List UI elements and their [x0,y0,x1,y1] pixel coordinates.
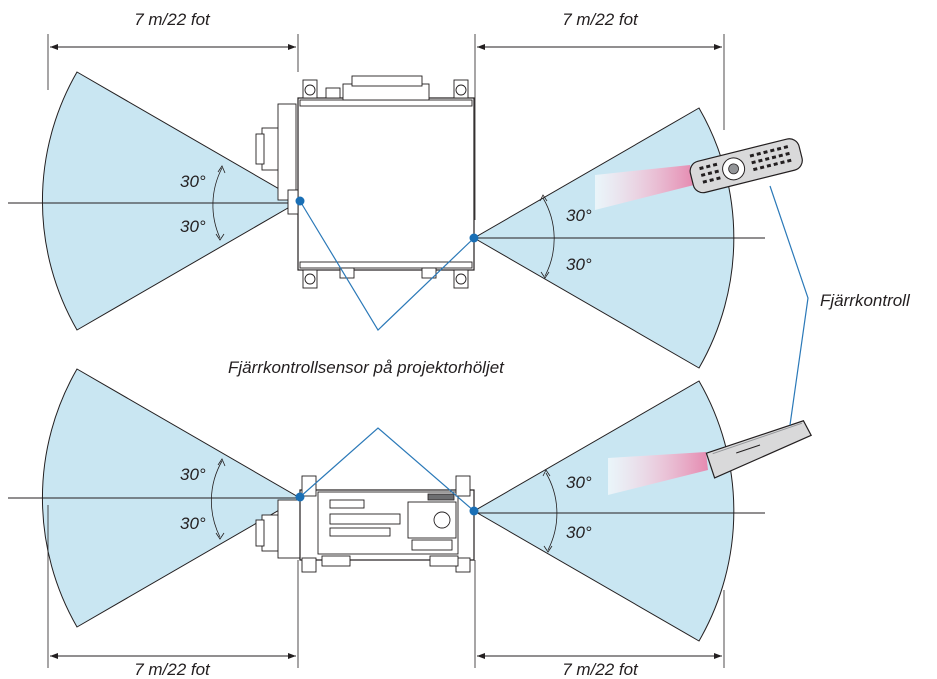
sensor-leader-top [299,200,475,331]
remote-control-label: Fjärrkontroll [820,291,911,310]
remote-control-top-icon [689,138,803,194]
angle-label-top-left-lower: 30° [180,217,206,236]
sensor-dot-bottom-left [295,492,305,502]
sensor-dot-bottom-right [469,506,479,516]
angle-arc-bottom-right [542,469,558,553]
angle-label-top-right-upper: 30° [566,206,592,225]
angle-arc-top-left [212,165,226,241]
reception-fan-top-left [42,71,301,331]
dimension-bottom-left [47,505,299,668]
dimension-label-bottom-right: 7 m/22 fot [562,660,639,679]
angle-arc-top-right [539,194,555,279]
dimension-label-top-right: 7 m/22 fot [562,10,639,29]
reception-fan-bottom-right [473,380,735,642]
angle-label-top-left-upper: 30° [180,172,206,191]
projector-front-view [255,475,475,573]
remote-control-bottom-icon [705,420,813,479]
dimension-top-right [474,34,725,220]
dimension-label-bottom-left: 7 m/22 fot [134,660,211,679]
dimension-bottom-right [474,560,725,668]
angle-label-bottom-left-lower: 30° [180,514,206,533]
angle-arc-bottom-left [210,458,226,540]
sensor-caption: Fjärrkontrollsensor på projektorhöljet [228,358,505,377]
sensor-dot-top-left [295,196,305,206]
angle-label-bottom-left-upper: 30° [180,465,206,484]
sensor-dot-top-right [469,233,479,243]
dimension-top-left [47,34,299,90]
ir-beam-top [595,165,694,210]
ir-beam-bottom [608,452,708,495]
dimension-label-top-left: 7 m/22 fot [134,10,211,29]
sensor-leader-bottom [299,427,475,512]
angle-label-bottom-right-lower: 30° [566,523,592,542]
angle-label-top-right-lower: 30° [566,255,592,274]
remote-leader [769,185,809,426]
projector-top-view [255,75,475,289]
angle-label-bottom-right-upper: 30° [566,473,592,492]
